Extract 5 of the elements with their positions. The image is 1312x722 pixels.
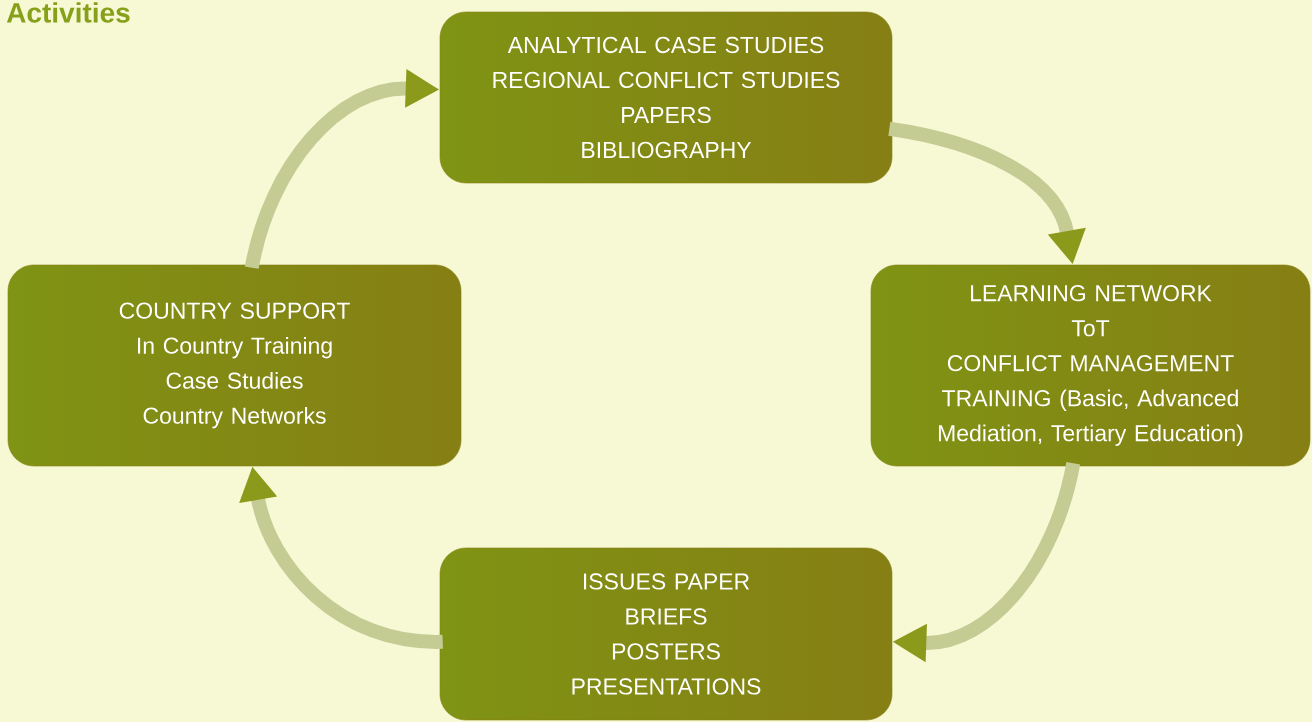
activity-box: LEARNING NETWORK ToT CONFLICT MANAGEMENT TRAINING (Basic, Advanced Mediation, Tertiary Education): [870, 264, 1311, 467]
title: Activities: [6, 2, 130, 23]
activity-box: ISSUES PAPER BRIEFS POSTERS PRESENTATIONS: [439, 547, 893, 721]
activity-box: ANALYTICAL CASE STUDIES REGIONAL CONFLICT STUDIES PAPERS BIBLIOGRAPHY: [439, 11, 893, 184]
activity-box: COUNTRY SUPPORT In Country Training Case Studies Country Networks: [7, 264, 462, 467]
